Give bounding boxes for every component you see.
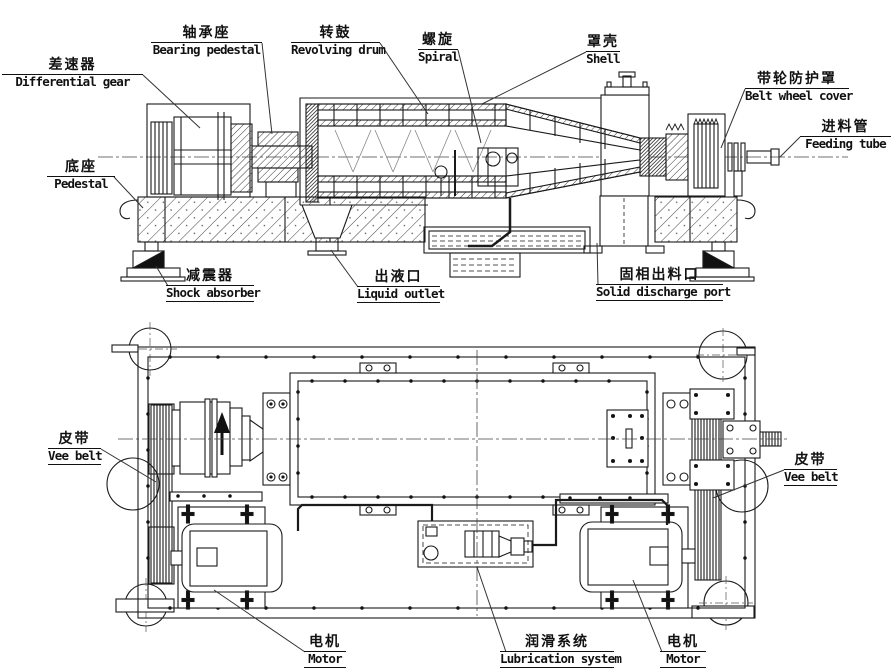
label-motor-left-en: Motor — [304, 652, 346, 668]
label-feeding-tube-cn: 进料管 — [800, 119, 891, 138]
revolving-drum-part — [305, 103, 641, 203]
label-lubrication-system: 润滑系统 Lubrication system — [500, 634, 622, 668]
label-pedestal: 底座 Pedestal — [47, 159, 115, 192]
label-motor-left: 电机 Motor — [304, 634, 346, 668]
label-solid-discharge-port-cn: 固相出料口 — [596, 267, 723, 286]
lube-pipe-left — [296, 503, 434, 531]
label-liquid-outlet-en: Liquid outlet — [357, 286, 445, 303]
label-shell-en: Shell — [586, 51, 620, 67]
label-spiral: 螺旋 Spiral — [418, 32, 459, 65]
label-motor-right-en: Motor — [660, 652, 706, 668]
label-lubrication-system-cn: 润滑系统 — [500, 634, 614, 653]
label-revolving-drum-cn: 转鼓 — [291, 25, 380, 44]
plan-view — [106, 322, 788, 632]
right-bearing-hub — [639, 122, 689, 181]
label-belt-wheel-cover-en: Belt wheel cover — [745, 88, 853, 104]
label-differential-gear-cn: 差速器 — [2, 57, 143, 76]
label-shell: 罩壳 Shell — [586, 34, 621, 67]
label-vee-belt-left-cn: 皮带 — [48, 431, 101, 450]
label-spiral-en: Spiral — [418, 49, 459, 65]
vee-belt-band-left — [148, 403, 175, 585]
label-bearing-pedestal-en: Bearing pedestal — [152, 42, 261, 58]
shock-absorber-right — [689, 241, 755, 282]
liquid-outlet-funnel — [301, 204, 353, 256]
drum-ribs — [333, 104, 496, 198]
label-vee-belt-right-cn: 皮带 — [784, 452, 837, 471]
label-differential-gear-en: Differential gear — [15, 74, 130, 90]
label-revolving-drum: 转鼓 Revolving drum — [291, 25, 386, 58]
label-lubrication-system-en: Lubrication system — [500, 651, 622, 668]
label-shock-absorber-cn: 减震器 — [166, 268, 254, 287]
oil-pan — [423, 226, 591, 278]
side-pulley — [150, 121, 173, 195]
label-bearing-pedestal: 轴承座 Bearing pedestal — [151, 25, 262, 58]
shock-absorber-left — [120, 241, 186, 282]
label-vee-belt-right: 皮带 Vee belt — [784, 452, 839, 486]
leader-lines — [100, 42, 801, 653]
plan-pedestal-right — [662, 388, 782, 491]
label-solid-discharge-port-en: Solid discharge port — [596, 284, 731, 301]
label-spiral-cn: 螺旋 — [418, 32, 458, 51]
label-motor-left-cn: 电机 — [304, 634, 346, 653]
plan-gear-unit — [171, 398, 264, 478]
lubrication-unit — [296, 498, 669, 568]
label-feeding-tube: 进料管 Feeding tube — [800, 119, 891, 152]
solid-discharge-chute — [583, 195, 665, 254]
label-differential-gear: 差速器 Differential gear — [2, 57, 143, 90]
label-belt-wheel-cover: 带轮防护罩 Belt wheel cover — [745, 71, 853, 104]
label-vee-belt-left: 皮带 Vee belt — [48, 431, 103, 465]
lube-pipe-right — [533, 498, 669, 547]
inspection-box — [606, 409, 649, 468]
label-liquid-outlet-cn: 出液口 — [357, 269, 440, 288]
motor-right-part — [559, 493, 696, 610]
label-motor-right: 电机 Motor — [660, 634, 706, 668]
label-revolving-drum-en: Revolving drum — [291, 42, 386, 58]
label-feeding-tube-en: Feeding tube — [805, 136, 887, 152]
label-pedestal-en: Pedestal — [54, 176, 109, 192]
bearing-pedestal-part — [230, 123, 313, 198]
label-motor-right-cn: 电机 — [660, 634, 706, 653]
rotation-arrow — [214, 412, 230, 433]
base-pedestal — [119, 196, 756, 243]
motor-left-part — [169, 491, 283, 610]
label-liquid-outlet: 出液口 Liquid outlet — [357, 269, 445, 303]
label-solid-discharge-port: 固相出料口 Solid discharge port — [596, 267, 731, 301]
belt-wheel-cover-part — [687, 113, 726, 197]
feeding-tube-part — [727, 142, 780, 197]
label-shock-absorber: 减震器 Shock absorber — [166, 268, 261, 302]
plan-frame — [137, 346, 756, 619]
spiral-part — [334, 129, 492, 173]
label-bearing-pedestal-cn: 轴承座 — [151, 25, 262, 44]
side-view — [98, 71, 848, 282]
label-shock-absorber-en: Shock absorber — [166, 285, 261, 302]
label-belt-wheel-cover-cn: 带轮防护罩 — [745, 71, 849, 90]
label-pedestal-cn: 底座 — [47, 159, 115, 178]
label-shell-cn: 罩壳 — [586, 34, 620, 53]
label-vee-belt-left-en: Vee belt — [48, 448, 103, 465]
label-vee-belt-right-en: Vee belt — [784, 469, 839, 486]
